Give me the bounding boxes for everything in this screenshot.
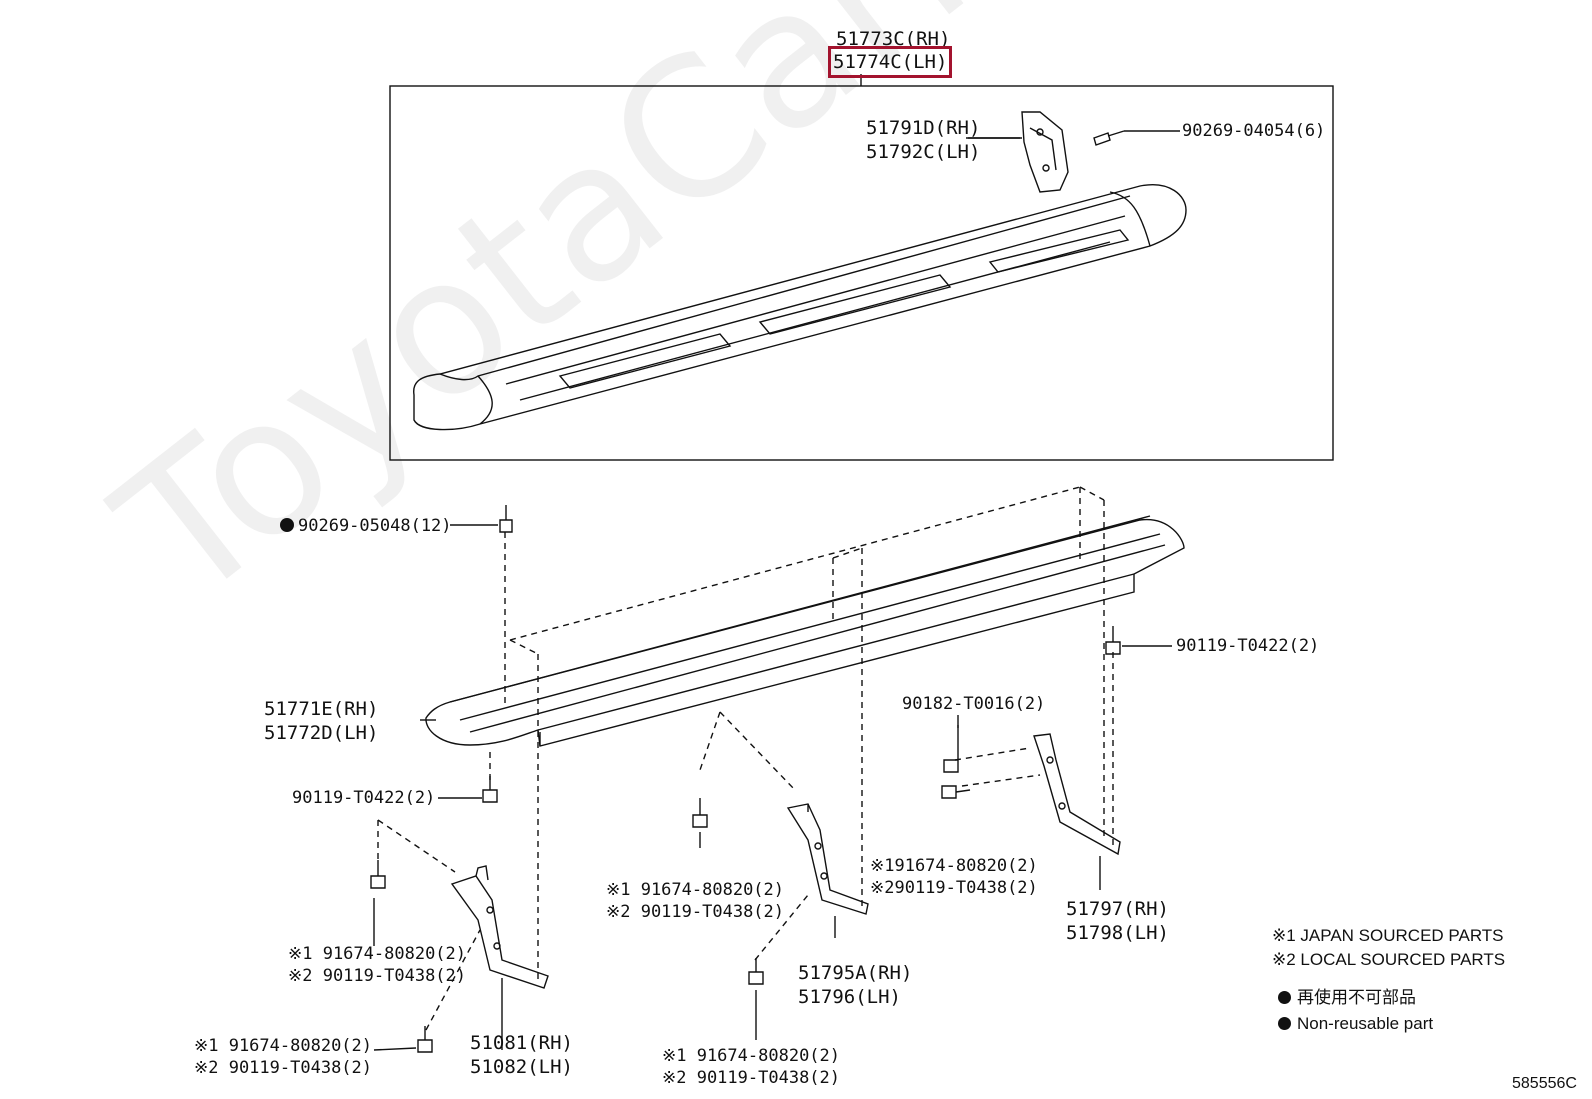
- bracket-51795A: [786, 803, 869, 915]
- bot-left-japan-label: ※1 91674-80820(2): [194, 1036, 373, 1056]
- leader-lines: [373, 137, 1172, 1051]
- mid-right-japan-label: ※191674-80820(2): [870, 856, 1038, 876]
- mid-center-local-label: ※2 90119-T0438(2): [606, 902, 785, 922]
- bracket1-rh-label: 51081(RH): [470, 1032, 573, 1054]
- bolt-bot-center: [748, 958, 764, 985]
- bolt-mid-left: [370, 860, 386, 889]
- step-lh-label: 51772D(LH): [264, 722, 379, 744]
- bracket-51081: [450, 865, 549, 989]
- end-cover: [1021, 111, 1069, 193]
- running-board-assembly: [413, 184, 1187, 431]
- step-assy-rh-label: 51773C(RH): [836, 28, 951, 50]
- non-reusable-marker: [280, 518, 294, 532]
- legend-local: ※2 LOCAL SOURCED PARTS: [1272, 950, 1506, 969]
- cover-lh-label: 51792C(LH): [866, 141, 981, 163]
- bolt-mid-center: [692, 798, 708, 828]
- bot-center-japan-label: ※1 91674-80820(2): [662, 1046, 841, 1066]
- bot-left-local-label: ※2 90119-T0438(2): [194, 1058, 373, 1078]
- bot-center-local-label: ※2 90119-T0438(2): [662, 1068, 841, 1088]
- mid-right-local-label: ※290119-T0438(2): [870, 878, 1038, 898]
- bracket3-lh-label: 51798(LH): [1066, 922, 1169, 944]
- mid-left-local-label: ※2 90119-T0438(2): [288, 966, 467, 986]
- diagram-id: 585556C: [1512, 1075, 1577, 1092]
- bolt-right-label: 90119-T0422(2): [1176, 636, 1320, 656]
- bolt-right: [1105, 626, 1121, 655]
- step-assy-lh-label[interactable]: 51774C(LH): [827, 46, 953, 78]
- dot-icon: [1278, 1017, 1291, 1030]
- bolt-bot-left: [417, 1026, 433, 1053]
- nut-right: [941, 725, 971, 799]
- mid-center-japan-label: ※1 91674-80820(2): [606, 880, 785, 900]
- step-rh-label: 51771E(RH): [264, 698, 379, 720]
- step-bar: [425, 515, 1185, 747]
- bracket1-lh-label: 51082(LH): [470, 1056, 573, 1078]
- screw-main-label: 90269-05048(12): [298, 516, 452, 536]
- assembly-lines: [377, 486, 1114, 1031]
- bracket2-lh-label: 51796(LH): [798, 986, 901, 1008]
- dot-icon: [1278, 991, 1291, 1004]
- screw-top-label: 90269-04054(6): [1182, 121, 1326, 141]
- legend-japan: ※1 JAPAN SOURCED PARTS: [1272, 926, 1504, 945]
- mid-left-japan-label: ※1 91674-80820(2): [288, 944, 467, 964]
- assembly-box: [389, 85, 1334, 461]
- legend-nonreusable-en: Non-reusable part: [1278, 1013, 1433, 1035]
- bracket-51797: [1033, 733, 1121, 856]
- bolt-left-label: 90119-T0422(2): [292, 788, 436, 808]
- bolt-left: [482, 776, 498, 803]
- nut-right-label: 90182-T0016(2): [902, 694, 1046, 714]
- bracket2-rh-label: 51795A(RH): [798, 962, 913, 984]
- bolt-main: [499, 505, 513, 533]
- bracket3-rh-label: 51797(RH): [1066, 898, 1169, 920]
- legend-nonreusable-jp: 再使用不可部品: [1278, 987, 1416, 1009]
- cover-rh-label: 51791D(RH): [866, 117, 981, 139]
